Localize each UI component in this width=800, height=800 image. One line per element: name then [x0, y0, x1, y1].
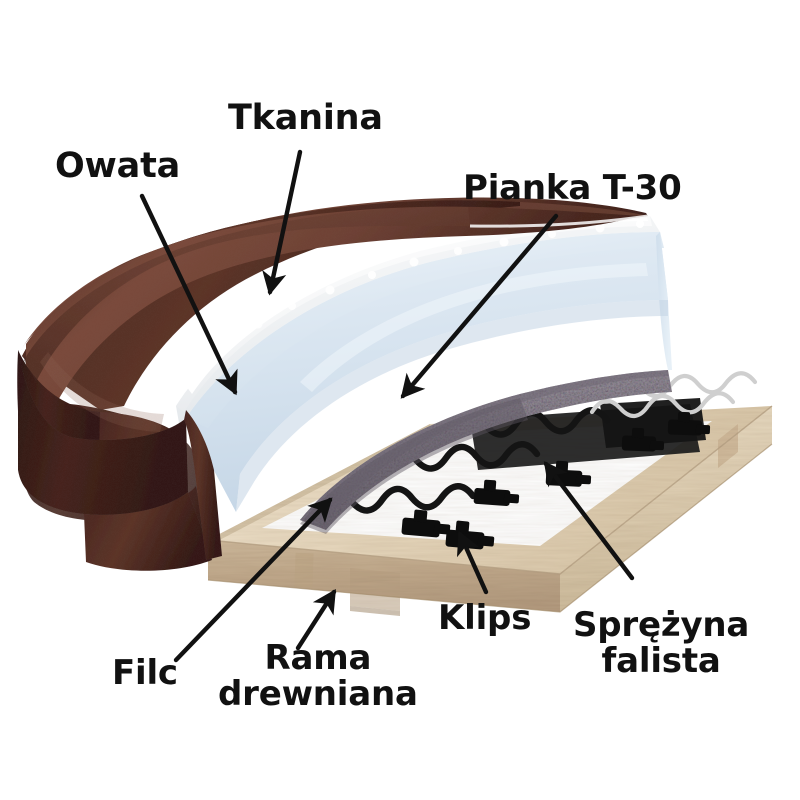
- leader-lines: [139, 149, 635, 663]
- leader-filc: [173, 497, 333, 663]
- leader-owata: [139, 193, 238, 396]
- label-klips: Klips: [438, 598, 532, 638]
- leather-front-panel: [184, 410, 222, 560]
- leader-klips: [456, 530, 489, 595]
- leader-rama: [295, 588, 337, 651]
- spring-clip: [621, 427, 665, 452]
- label-filc: Filc: [112, 653, 178, 693]
- felt-layer: [300, 370, 672, 534]
- label-tkanina: Tkanina: [228, 98, 383, 138]
- leader-sprezyna: [543, 461, 635, 581]
- label-rama-drewniana: Rama drewniana: [218, 638, 418, 715]
- spring-clip: [667, 411, 711, 436]
- label-pianka: Pianka T-30: [463, 168, 682, 208]
- label-owata: Owata: [55, 146, 181, 186]
- label-sprezyna-falista: Sprężyna falista: [573, 605, 750, 682]
- wadding-layer: [176, 213, 660, 440]
- foam-block: [186, 232, 672, 512]
- leader-pianka: [400, 213, 559, 399]
- spring-clip: [401, 509, 451, 538]
- spring-clip: [473, 479, 520, 507]
- leather-front-body: [18, 350, 212, 571]
- leader-tkanina: [262, 149, 303, 296]
